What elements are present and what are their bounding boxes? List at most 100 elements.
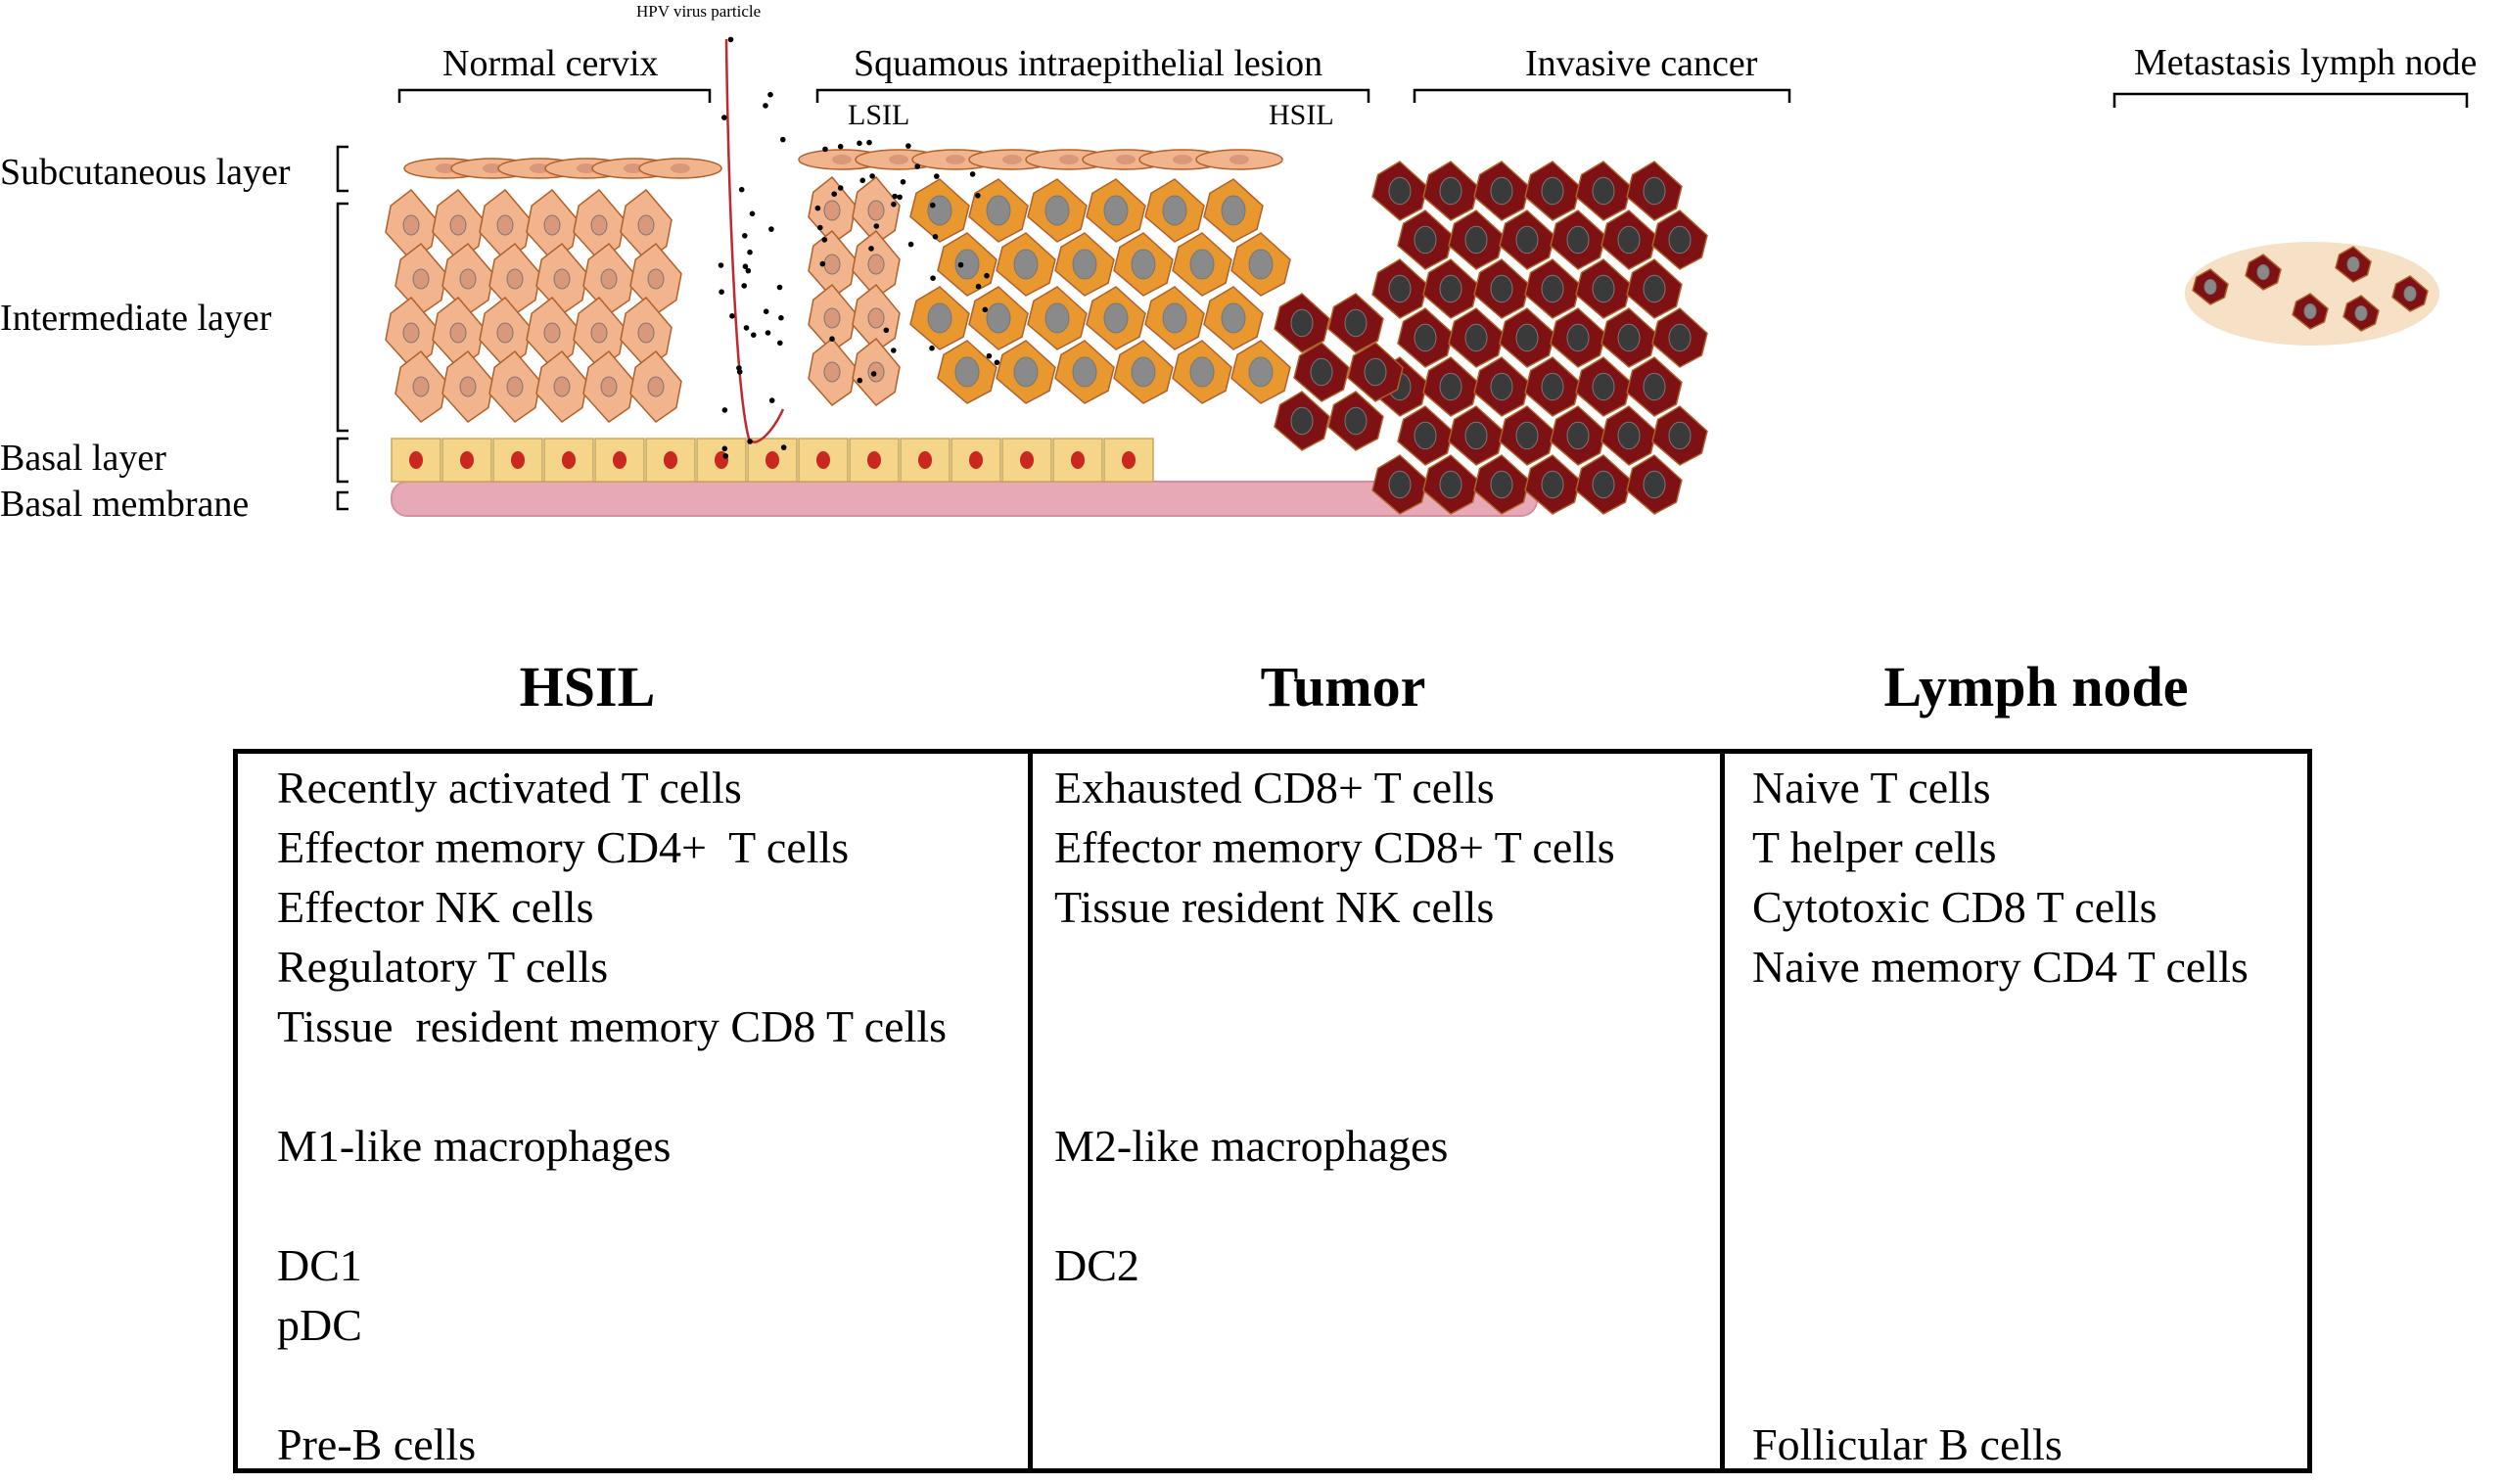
virus-particle	[738, 186, 745, 193]
normal-cell	[526, 296, 579, 369]
normal-cell	[620, 188, 673, 261]
lesion-cell	[996, 232, 1056, 297]
cell-nucleus	[1414, 225, 1437, 255]
stage-label-hsil: HSIL	[1269, 99, 1334, 131]
virus-particle	[718, 262, 724, 268]
cancer-cell	[1626, 258, 1683, 319]
table-cell: Follicular B cells	[1752, 1419, 2063, 1469]
cell-nucleus	[553, 268, 571, 290]
cancer-cell	[1397, 307, 1454, 368]
virus-particle	[721, 115, 727, 120]
cell-nucleus	[1464, 225, 1488, 255]
flat-nucleus	[832, 155, 852, 164]
virus-particle	[742, 263, 749, 270]
cancer-cell	[1448, 405, 1505, 466]
cell-nucleus	[496, 322, 514, 344]
cancer-cell	[1524, 356, 1581, 417]
cancer-cell	[1422, 258, 1479, 319]
cell-nucleus	[1044, 195, 1070, 226]
cell-nucleus	[1464, 323, 1488, 352]
cell-nucleus	[449, 322, 467, 344]
cell-nucleus	[927, 302, 952, 334]
cell-nucleus	[1541, 470, 1564, 499]
hpv-virus-particles	[718, 36, 1000, 459]
table-cell: pDC	[277, 1300, 362, 1350]
table-cell: Regulatory T cells	[277, 942, 609, 992]
lesion-epithelial-cells	[909, 178, 1291, 404]
lesion-cell	[1086, 286, 1146, 350]
normal-cell	[479, 188, 532, 261]
lesion-cell	[968, 178, 1029, 243]
cell-nucleus	[1592, 274, 1615, 303]
cell-nucleus	[1515, 421, 1539, 450]
normal-cell	[526, 188, 579, 261]
cancer-cell	[1473, 356, 1530, 417]
cancer-cell	[1473, 161, 1530, 221]
cell-nucleus	[1131, 356, 1156, 388]
cell-nucleus	[402, 322, 420, 344]
cervical-progression-diagram: HPV virus particle Normal cervix Squamou…	[0, 2, 2477, 525]
normal-cell	[852, 229, 901, 300]
column-header-tumor: Tumor	[1260, 655, 1426, 719]
normal-cell	[488, 349, 541, 423]
virus-particle	[869, 173, 875, 179]
virus-particle	[765, 330, 771, 336]
cell-nucleus	[1162, 302, 1187, 334]
cell-nucleus	[1103, 195, 1129, 226]
cancer-cell	[1550, 405, 1606, 466]
cell-nucleus	[1344, 308, 1368, 338]
cell-nucleus	[1643, 372, 1666, 401]
cancer-cell	[1600, 307, 1657, 368]
metastatic-cell	[2192, 268, 2229, 305]
metastatic-cell	[2292, 293, 2329, 330]
cancer-cell	[1274, 391, 1330, 451]
virus-particle	[975, 283, 982, 290]
bracket-normal	[397, 88, 712, 103]
cell-nucleus	[2403, 286, 2417, 301]
cell-nucleus	[1414, 323, 1437, 352]
cell-nucleus	[1439, 470, 1462, 499]
cell-nucleus	[1439, 372, 1462, 401]
lesion-cell	[937, 340, 997, 404]
basal-nucleus	[816, 451, 830, 469]
cell-nucleus	[1515, 323, 1539, 352]
cell-nucleus	[2303, 303, 2317, 319]
basal-nucleus	[562, 451, 576, 469]
cell-nucleus	[1189, 249, 1215, 280]
table-cell: Naive memory CD4 T cells	[1752, 942, 2249, 992]
cell-nucleus	[600, 268, 618, 290]
virus-particle	[891, 348, 897, 353]
cell-nucleus	[1103, 302, 1129, 334]
cell-nucleus	[823, 254, 841, 275]
layer-label-subcutaneous: Subcutaneous layer	[0, 152, 291, 193]
cell-nucleus	[412, 376, 430, 397]
virus-particle	[982, 306, 989, 313]
cell-nucleus	[1617, 421, 1641, 450]
normal-cell	[479, 296, 532, 369]
cell-nucleus	[543, 322, 561, 344]
cell-nucleus	[1248, 356, 1274, 388]
cell-nucleus	[1388, 470, 1412, 499]
cancer-cell	[1327, 391, 1384, 451]
normal-cell	[629, 242, 682, 315]
table-cell: M1-like macrophages	[277, 1121, 672, 1171]
normal-cell	[852, 337, 901, 407]
virus-particle	[768, 397, 775, 403]
normal-cell	[620, 296, 673, 369]
cell-nucleus	[1013, 356, 1039, 388]
table-cell: Tissue resident memory CD8 T cells	[277, 1001, 948, 1051]
cancer-cell	[1524, 454, 1581, 515]
cell-nucleus	[1072, 249, 1097, 280]
cell-nucleus	[1310, 357, 1333, 387]
basal-nucleus	[460, 451, 474, 469]
flat-nucleus	[671, 163, 690, 173]
virus-particle	[747, 249, 753, 255]
virus-particle	[780, 136, 786, 143]
table-cell: Pre-B cells	[277, 1419, 477, 1469]
normal-cell	[573, 188, 626, 261]
layer-label-intermediate: Intermediate layer	[0, 298, 272, 339]
basal-nucleus	[409, 451, 423, 469]
cancer-cell	[1274, 293, 1330, 353]
lesion-cell	[1027, 286, 1088, 350]
normal-cell	[629, 349, 682, 423]
